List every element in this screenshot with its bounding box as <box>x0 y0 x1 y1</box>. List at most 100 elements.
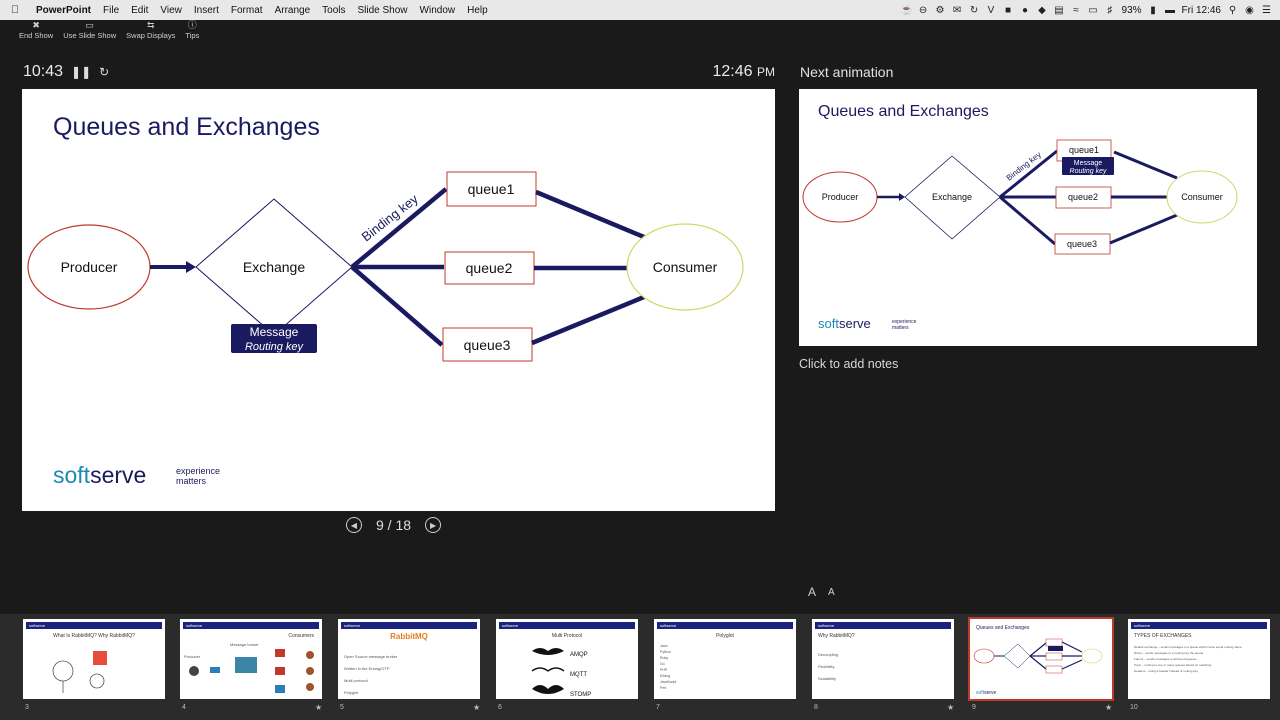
next-queue3-consumer-line <box>1109 213 1178 245</box>
binding-line-queue3 <box>350 265 444 347</box>
tips-button[interactable]: ⓘ Tips <box>182 20 202 42</box>
thumbnail-header: softserve <box>1131 622 1267 629</box>
svg-text:softserve: softserve <box>976 690 997 696</box>
tips-label: Tips <box>185 31 200 40</box>
refresh-icon[interactable]: ↻ <box>969 4 979 16</box>
thumbnail-header: softserve <box>815 622 951 629</box>
volume-icon[interactable]: ♯ <box>1107 4 1113 16</box>
animation-star-icon: ★ <box>315 703 323 712</box>
minus-circle-icon[interactable]: ⊖ <box>918 4 928 16</box>
next-exchange-node <box>904 155 1001 240</box>
thumbnail-slide-10[interactable]: softserve TYPES OF EXCHANGES Default exc… <box>1128 619 1270 699</box>
thumbnail-broker-label: Message broker <box>230 642 259 647</box>
siri-icon[interactable]: ◉ <box>1245 4 1254 16</box>
thumbnail-header: softserve <box>26 622 162 629</box>
previous-slide-button[interactable]: ◀ <box>346 517 362 533</box>
menubar-clock[interactable]: Fri 12:46 <box>1181 4 1221 16</box>
next-message-box <box>1062 157 1114 175</box>
use-slide-show-button[interactable]: ▭ Use Slide Show <box>60 20 119 42</box>
close-circle-icon: ✖ <box>32 20 40 30</box>
thumbnail-illustration: softserve <box>973 638 1103 696</box>
next-consumer-node <box>1166 170 1238 224</box>
next-slide-preview[interactable]: Queues and Exchanges Producer Exchange B… <box>799 89 1257 346</box>
consumer-node <box>626 223 744 311</box>
thumbnail-slide-6[interactable]: softserve Multi Protocol AMQP MQTT STOMP <box>496 619 638 699</box>
end-show-button[interactable]: ✖ End Show <box>16 20 56 42</box>
next-tagline-line1: experience <box>892 319 917 325</box>
menu-insert[interactable]: Insert <box>193 4 219 16</box>
thumbnail-body: Java Python Ruby Go PHP Erlang JavaScrip… <box>660 644 677 690</box>
menu-window[interactable]: Window <box>419 4 456 16</box>
queue3-consumer-line <box>531 294 645 346</box>
menu-tools[interactable]: Tools <box>322 4 346 16</box>
binding-line-queue1 <box>350 187 448 269</box>
routing-key-label: Routing key <box>245 341 305 353</box>
thumbnail-slide-3[interactable]: softserve What Is RabbitMQ? Why RabbitMQ… <box>23 619 165 699</box>
menu-file[interactable]: File <box>103 4 120 16</box>
next-slide-diagram: Queues and Exchanges Producer Exchange B… <box>802 103 1238 331</box>
thumbnail-title: What Is RabbitMQ? Why RabbitMQ? <box>53 633 135 639</box>
next-queue1-consumer-line <box>1113 150 1178 180</box>
thumbnail-number: 9 <box>972 704 976 711</box>
status-area: ☕ ⊖ ⚙ ✉ ↻ V ■ ● ◆ ▤ ≈ ▭ ♯ 93% ▮ ▬ Fri 12… <box>901 5 1280 16</box>
next-tagline-line2: matters <box>892 325 909 331</box>
next-animation-label: Next animation <box>800 64 894 80</box>
screen-icon: ▭ <box>85 20 94 30</box>
thumbnail-slide-8[interactable]: softserve Why RabbitMQ? Decoupling Flexi… <box>812 619 954 699</box>
queue1-label: queue1 <box>468 181 515 197</box>
pin-icon[interactable]: ● <box>1021 4 1029 16</box>
battery-icon[interactable]: ▮ <box>1150 4 1156 16</box>
menu-format[interactable]: Format <box>230 4 263 16</box>
decrease-font-button[interactable]: A <box>828 587 835 598</box>
next-slide-button[interactable]: ▶ <box>425 517 442 533</box>
app-tray-icon[interactable]: ⚙ <box>935 4 945 16</box>
notification-center-icon[interactable]: ☰ <box>1262 4 1271 16</box>
clipboard-icon[interactable]: ▤ <box>1054 4 1064 16</box>
animation-star-icon: ★ <box>1105 703 1113 712</box>
slide-navigation: ◀ 9 / 18 ▶ <box>346 517 442 533</box>
current-time-value: 12:46 <box>712 63 753 80</box>
lock-icon[interactable]: ■ <box>1004 4 1012 16</box>
thumbnail-header: softserve <box>499 622 635 629</box>
spotlight-search-icon[interactable]: ⚲ <box>1228 4 1237 16</box>
swap-displays-button[interactable]: ⇆ Swap Displays <box>123 20 178 42</box>
current-slide[interactable]: Queues and Exchanges Producer Exchange B… <box>22 89 775 511</box>
menu-help[interactable]: Help <box>467 4 488 16</box>
menu-view[interactable]: View <box>160 4 182 16</box>
next-binding-line-1 <box>999 149 1058 199</box>
thumbnail-slide-9[interactable]: Queues and Exchanges softserve <box>968 617 1114 701</box>
current-time: 12:46 PM <box>713 63 776 81</box>
thumbnail-slide-5[interactable]: softserve RabbitMQ Open Source message b… <box>338 619 480 699</box>
menu-edit[interactable]: Edit <box>131 4 149 16</box>
app-tray-icon[interactable]: ☕ <box>900 4 913 16</box>
shield-icon[interactable]: ◆ <box>1038 4 1046 16</box>
next-softserve-logo: softserve <box>818 316 871 331</box>
menu-arrange[interactable]: Arrange <box>274 4 311 16</box>
presenter-toolbar: ✖ End Show ▭ Use Slide Show ⇆ Swap Displ… <box>0 20 1280 42</box>
thumbnail-slide-4[interactable]: softserve Consumers Producer Message bro… <box>180 619 322 699</box>
animation-star-icon: ★ <box>473 703 481 712</box>
battery-percent[interactable]: 93% <box>1121 4 1142 16</box>
menu-app-name[interactable]: PowerPoint <box>36 4 92 16</box>
increase-font-button[interactable]: A <box>808 585 817 599</box>
apple-menu-icon[interactable]:  <box>0 4 30 16</box>
reset-timer-icon[interactable]: ↻ <box>99 65 110 79</box>
wifi-icon[interactable]: ≈ <box>1073 4 1079 16</box>
elapsed-timer: 10:43 ❚❚ ↻ <box>23 63 109 81</box>
queue2-label: queue2 <box>466 260 513 276</box>
swap-icon: ⇆ <box>146 20 155 30</box>
pause-icon[interactable]: ❚❚ <box>71 65 92 79</box>
mail-icon[interactable]: ✉ <box>952 4 962 16</box>
vpn-icon[interactable]: V <box>987 4 995 16</box>
producer-label: Producer <box>61 259 118 275</box>
thumbnail-illustration <box>189 649 314 693</box>
airplay-icon[interactable]: ▭ <box>1088 4 1098 16</box>
next-message-label: Message <box>1074 160 1103 167</box>
thumbnail-title: Consumers <box>288 633 314 639</box>
thumbnail-slide-7[interactable]: softserve Polyglot Java Python Ruby Go P… <box>654 619 796 699</box>
keyboard-flag-icon[interactable]: ▬ <box>1165 4 1176 16</box>
menu-slide-show[interactable]: Slide Show <box>357 4 408 16</box>
thumbnail-number: 5 <box>340 704 344 711</box>
notes-field[interactable]: Click to add notes <box>799 357 899 371</box>
elapsed-time: 10:43 <box>23 63 64 80</box>
